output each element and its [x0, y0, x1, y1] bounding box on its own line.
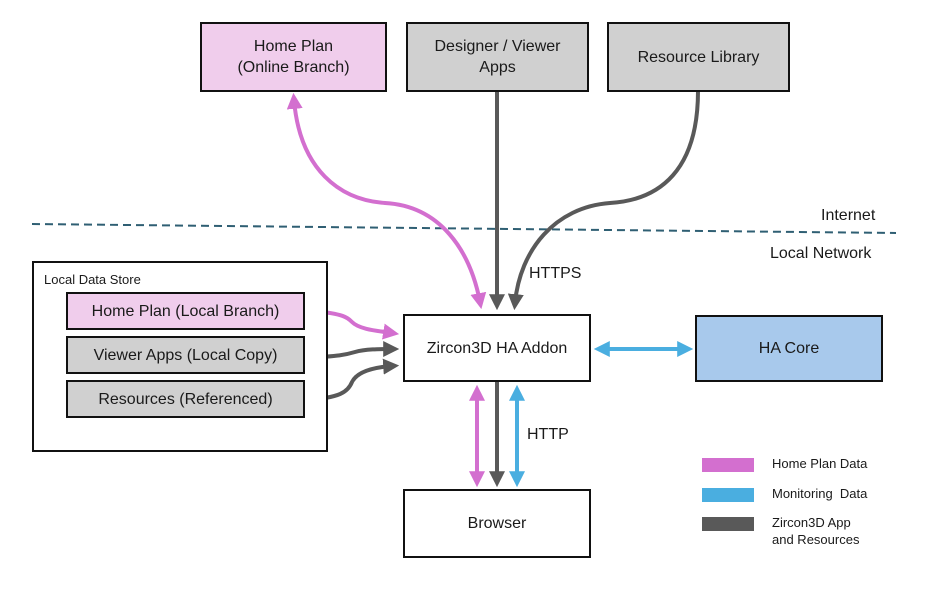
- home-plan-online-line1: Home Plan: [253, 38, 334, 55]
- arrow-home-plan-local-addon: [306, 303, 400, 340]
- arrow-resources-referenced-addon: [304, 358, 400, 402]
- resource-library-node[interactable]: Resource Library: [607, 22, 790, 92]
- browser-label: Browser: [467, 515, 527, 532]
- resource-library-label: Resource Library: [637, 48, 760, 66]
- arrow-home-plan-online-addon: [286, 92, 487, 310]
- home-plan-local-label: Home Plan (Local Branch): [91, 302, 280, 320]
- legend-label-app-resources: Zircon3D App and Resources: [772, 514, 859, 548]
- ha-core-node[interactable]: HA Core: [695, 315, 883, 382]
- viewer-apps-local-label: Viewer Apps (Local Copy): [93, 346, 278, 364]
- legend-swatch-home-plan: [702, 458, 754, 472]
- designer-viewer-line1: Designer / Viewer: [434, 38, 561, 55]
- browser-node[interactable]: Browser: [403, 489, 591, 558]
- resources-referenced-label: Resources (Referenced): [98, 390, 273, 408]
- internet-zone-label: Internet: [821, 207, 876, 224]
- ha-core-label: HA Core: [758, 340, 820, 357]
- zircon3d-ha-addon-node[interactable]: Zircon3D HA Addon: [403, 314, 591, 382]
- local-network-zone-label: Local Network: [770, 245, 872, 262]
- legend-label-monitoring: Monitoring Data: [772, 486, 868, 501]
- arrow-viewer-apps-local-addon: [304, 341, 400, 360]
- designer-viewer-apps-node[interactable]: Designer / Viewer Apps: [406, 22, 589, 92]
- legend-swatch-app-resources: [702, 517, 754, 531]
- legend-label-home-plan: Home Plan Data: [772, 456, 868, 471]
- home-plan-online-branch-node[interactable]: Home Plan (Online Branch): [200, 22, 387, 92]
- internet-boundary-line: [31, 223, 897, 234]
- legend-label-app-line2: and Resources: [772, 532, 860, 547]
- resources-referenced-node[interactable]: Resources (Referenced): [66, 380, 305, 418]
- legend-swatch-monitoring: [702, 488, 754, 502]
- addon-label: Zircon3D HA Addon: [426, 339, 568, 357]
- home-plan-online-line2: (Online Branch): [237, 59, 350, 76]
- legend-label-app-line1: Zircon3D App: [772, 515, 851, 530]
- viewer-apps-local-copy-node[interactable]: Viewer Apps (Local Copy): [66, 336, 305, 374]
- home-plan-local-branch-node[interactable]: Home Plan (Local Branch): [66, 292, 305, 330]
- https-label: HTTPS: [529, 265, 582, 282]
- http-label: HTTP: [527, 426, 569, 443]
- local-data-store-title: Local Data Store: [44, 272, 141, 287]
- arrow-resource-library-addon: [507, 90, 700, 311]
- designer-viewer-line2: Apps: [479, 59, 516, 76]
